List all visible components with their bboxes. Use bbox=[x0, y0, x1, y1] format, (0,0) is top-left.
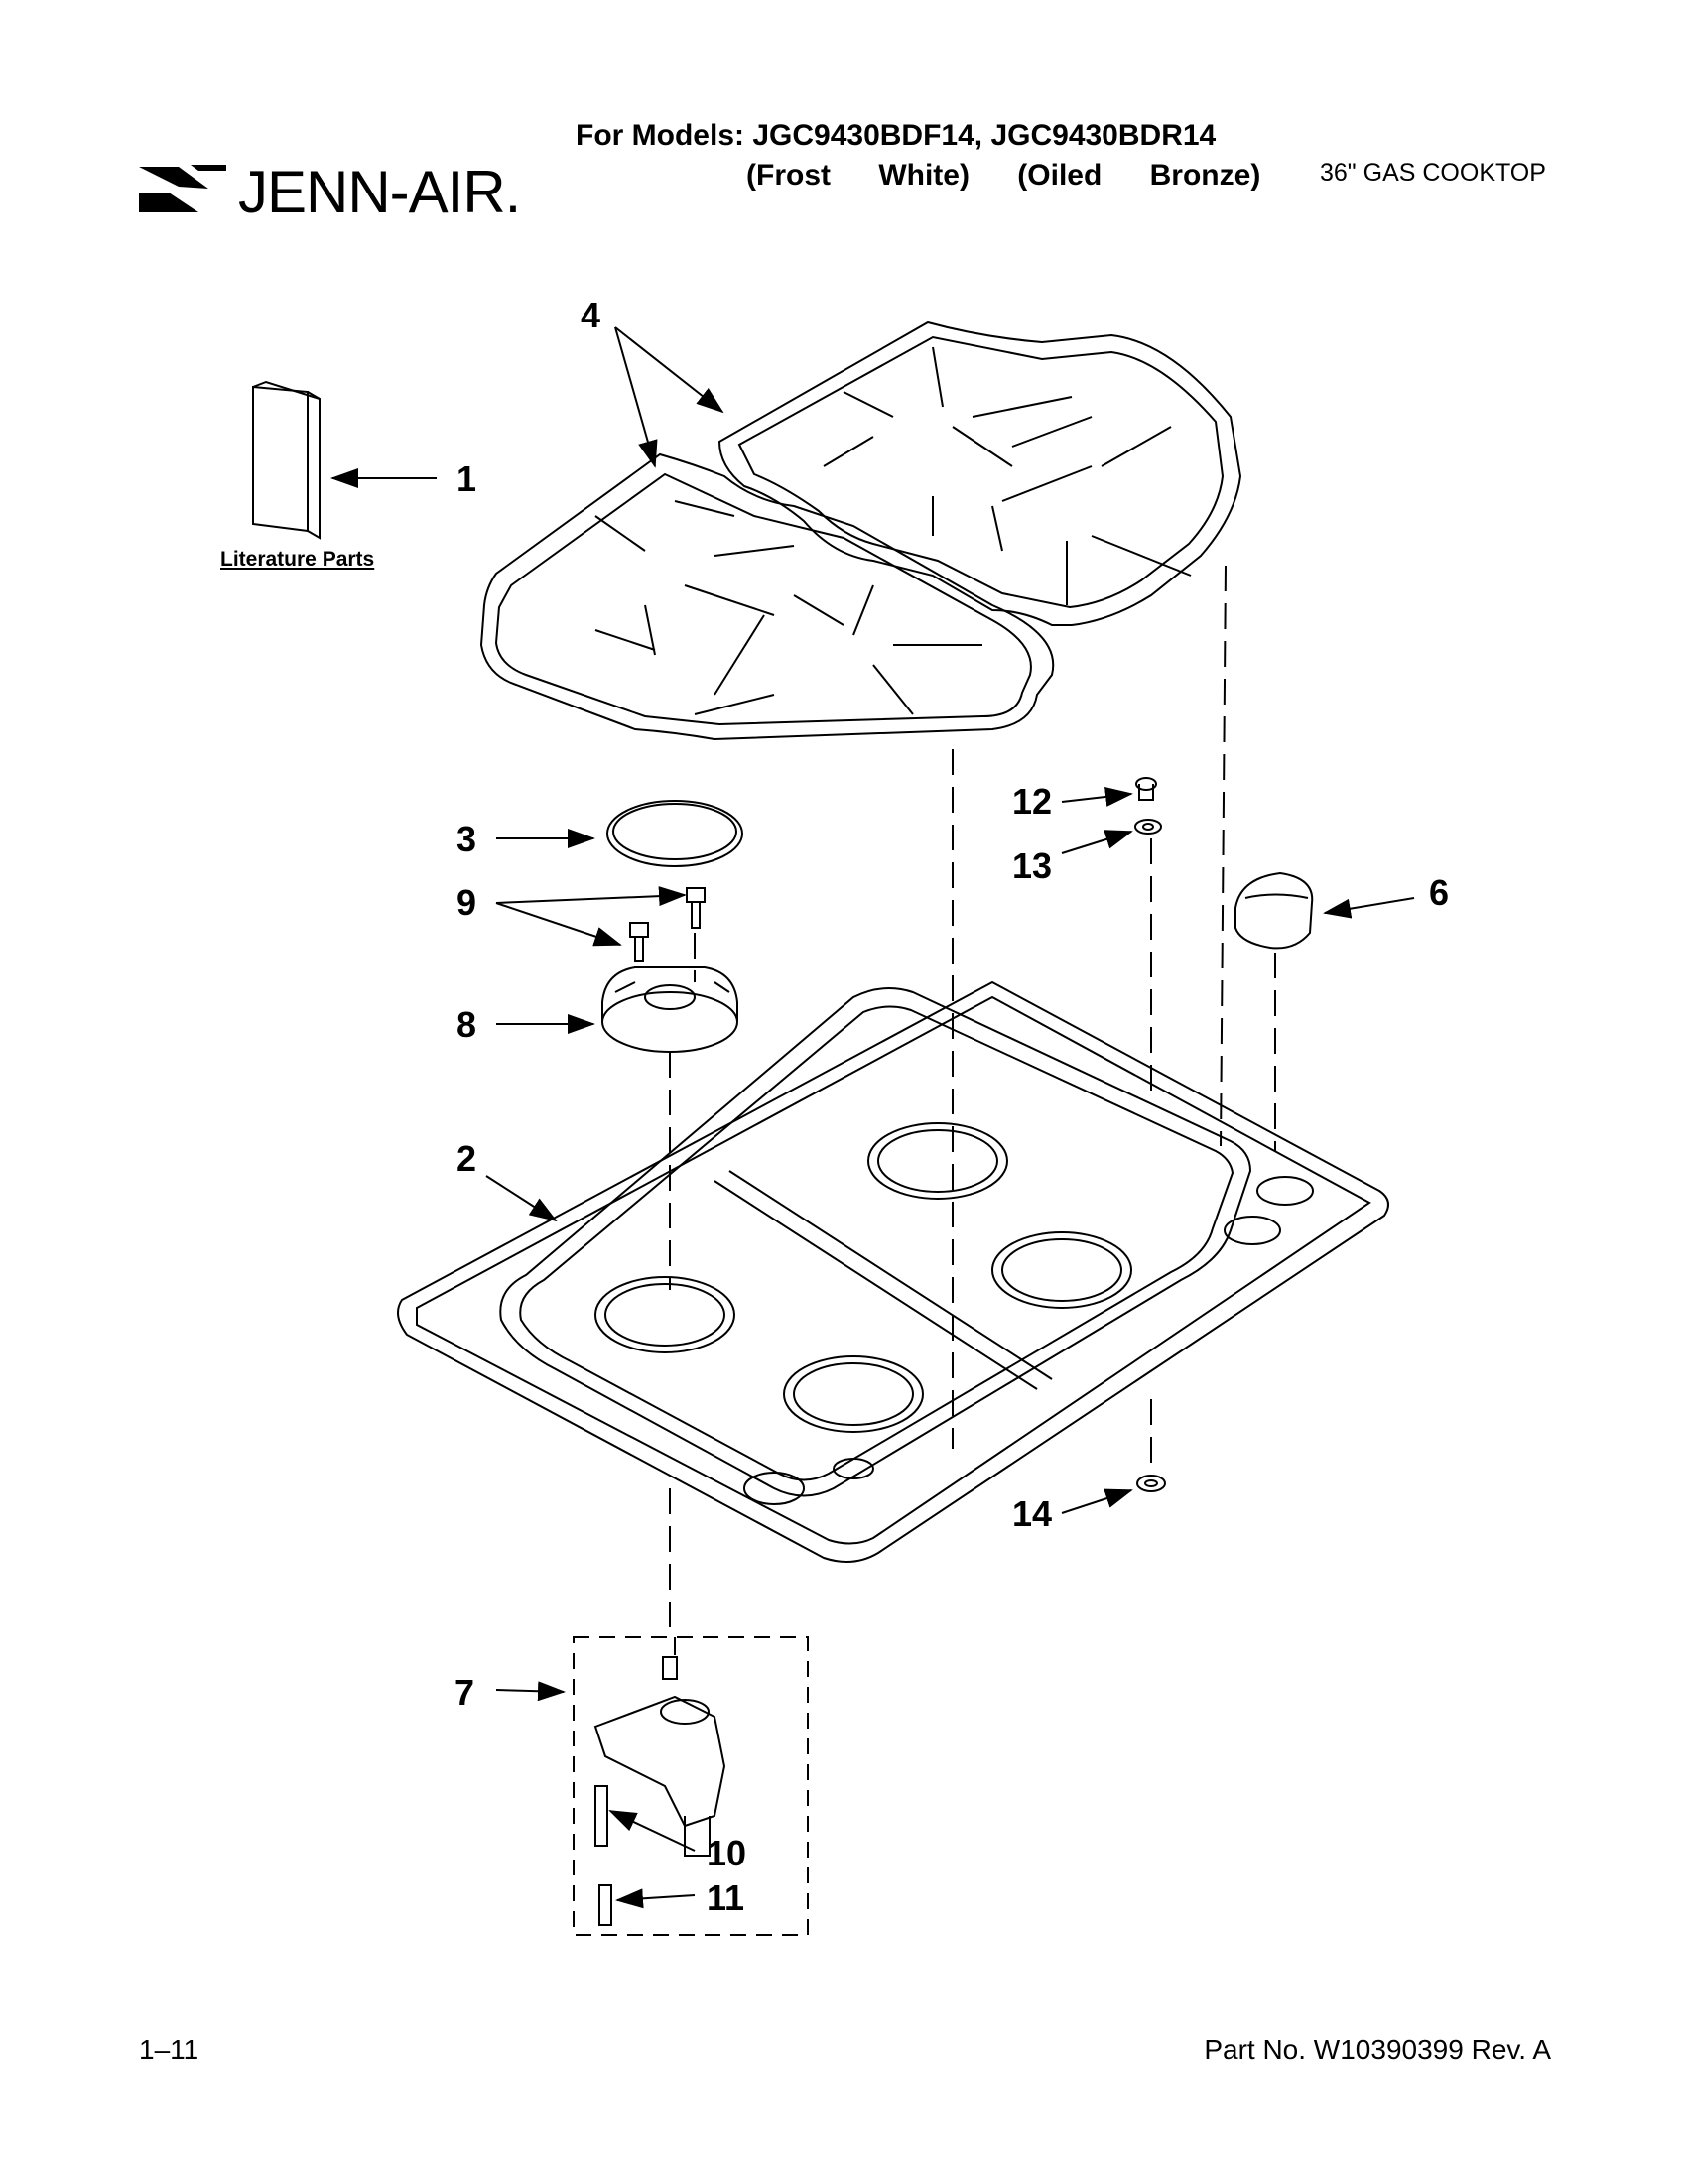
control-knob-icon bbox=[1234, 871, 1314, 950]
burner-base-icon bbox=[601, 966, 738, 1053]
valve-kit-box bbox=[573, 1636, 809, 1936]
screw-12-icon bbox=[1135, 777, 1157, 801]
screw-icon bbox=[629, 887, 706, 962]
callout-12: 12 bbox=[1012, 781, 1052, 822]
part-number: Part No. W10390399 Rev. A bbox=[1204, 2034, 1551, 2065]
callout-9: 9 bbox=[456, 882, 476, 923]
callout-1: 1 bbox=[456, 458, 476, 499]
callout-13: 13 bbox=[1012, 845, 1052, 886]
literature-booklet-icon bbox=[252, 380, 321, 540]
burner-cap-icon bbox=[606, 800, 743, 867]
page-number: 1–11 bbox=[139, 2034, 199, 2065]
callout-10: 10 bbox=[707, 1833, 746, 1873]
callout-7: 7 bbox=[454, 1672, 474, 1713]
product-title: 36" GAS COOKTOP bbox=[1320, 159, 1546, 187]
colors-line: (Frost White) (Oiled Bronze) bbox=[746, 159, 1261, 192]
grommet-icon bbox=[1136, 1475, 1166, 1492]
brand-logo-icon bbox=[139, 157, 228, 221]
callout-11: 11 bbox=[707, 1877, 744, 1918]
callout-4: 4 bbox=[581, 295, 600, 335]
brand-name: JENN-AIR. bbox=[238, 159, 521, 225]
callout-2: 2 bbox=[456, 1138, 476, 1179]
washer-13-icon bbox=[1134, 819, 1162, 835]
callout-14: 14 bbox=[1012, 1493, 1052, 1534]
grate-left-icon bbox=[479, 452, 1055, 741]
models-line: For Models: JGC9430BDF14, JGC9430BDR14 bbox=[576, 119, 1217, 152]
cooktop-main-top-icon bbox=[397, 980, 1389, 1563]
literature-parts-label: Literature Parts bbox=[220, 548, 375, 571]
callout-8: 8 bbox=[456, 1004, 476, 1045]
callout-6: 6 bbox=[1429, 872, 1449, 913]
grate-right-icon bbox=[717, 321, 1242, 626]
callout-3: 3 bbox=[456, 819, 476, 859]
valve-icon bbox=[593, 1656, 726, 1926]
